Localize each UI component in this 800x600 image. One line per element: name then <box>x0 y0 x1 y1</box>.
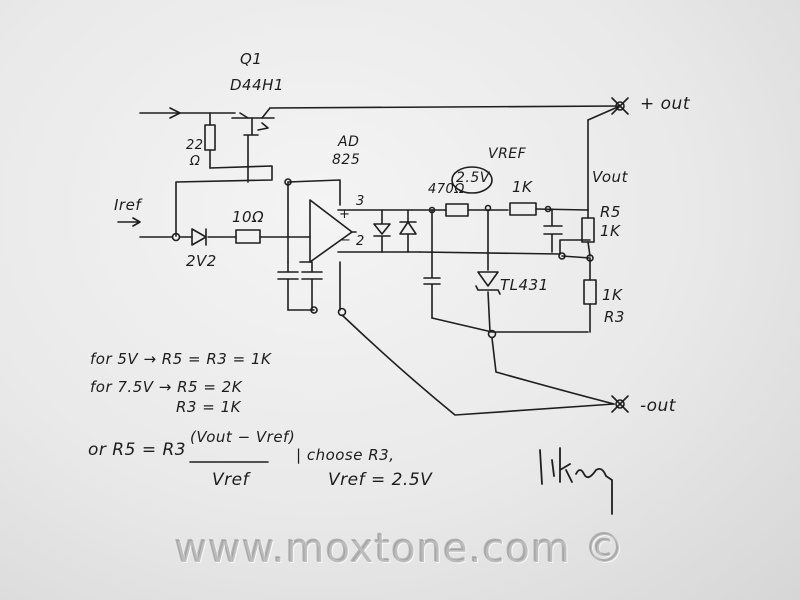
q1-collector <box>239 112 249 119</box>
r3-value: 1K <box>602 286 623 304</box>
opamp-minus-sign: − <box>340 233 352 248</box>
q1-emitter <box>261 107 271 119</box>
diode-2v2 <box>191 228 207 246</box>
q1-emitter-arrow <box>257 122 269 131</box>
resistor-10r <box>235 229 261 244</box>
vref-value: 2.5V <box>456 170 490 186</box>
opamp-part-label: 825 <box>332 152 361 168</box>
r5-label: R5 <box>600 203 621 221</box>
note-5v: for 5V → R5 = R3 = 1K <box>90 350 272 368</box>
resistor-470r-label: 470Ω <box>428 182 465 197</box>
resistor-470r <box>445 203 469 217</box>
node-cap <box>310 306 318 314</box>
wire-rail-diagonal <box>587 105 621 121</box>
signature-mark <box>539 447 613 515</box>
plus-out-label: + out <box>640 94 690 114</box>
arrow-iref <box>117 217 141 227</box>
opamp-triangle <box>309 199 353 263</box>
tl431-symbol <box>475 271 501 295</box>
iref-label: Iref <box>114 196 142 214</box>
resistor-1k-top <box>509 202 537 216</box>
r5-value: 1K <box>600 222 621 240</box>
r3-label: R3 <box>604 308 625 326</box>
opamp-pin3-label: 3 <box>356 194 365 209</box>
note-vref-choice: Vref = 2.5V <box>328 470 433 490</box>
cap-vref <box>543 208 563 253</box>
note-7v5: for 7.5V → R5 = 2K <box>90 378 243 396</box>
wire-minus-2 <box>491 337 615 405</box>
q1-base-wire <box>243 117 259 183</box>
terminal-minus-out <box>611 395 629 413</box>
watermark: www.moxtone.com © <box>174 526 626 572</box>
formula-lhs: or R5 = R3 <box>88 440 187 460</box>
resistor-1k-top-label: 1K <box>512 178 533 196</box>
note-7v5-r3: R3 = 1K <box>176 398 241 416</box>
wire-minus-1 <box>341 314 615 416</box>
resistor-22-label: 22 <box>186 138 204 153</box>
wire-q1-to-opamp <box>287 179 341 206</box>
resistor-r5 <box>581 217 595 243</box>
opamp-pin2-label: 2 <box>356 234 365 249</box>
wire-r5-r3 <box>561 255 591 281</box>
formula-numerator: (Vout − Vref) <box>190 428 296 446</box>
wire-1k-out <box>535 208 589 211</box>
tl431-label: TL431 <box>500 276 549 294</box>
resistor-22-unit-label: Ω <box>190 154 201 169</box>
terminal-plus-out <box>611 97 629 115</box>
wire-cap-left <box>277 261 299 311</box>
node-1k-right <box>544 205 552 213</box>
diode-prot-2 <box>399 209 417 253</box>
vref-circle <box>451 166 493 194</box>
resistor-10r-label: 10Ω <box>232 208 265 226</box>
arrow-top-input <box>169 107 181 119</box>
formula-denominator: Vref <box>212 470 250 490</box>
note-choose-r3: | choose R3, <box>296 446 395 464</box>
zener-2v2-label: 2V2 <box>186 252 217 270</box>
wire-cap-right <box>299 261 323 311</box>
cap-470 <box>423 209 441 319</box>
wire-top-rail <box>269 105 621 109</box>
wire-bottom-ground <box>431 317 589 333</box>
wire-base-loop <box>175 165 273 237</box>
wire-r5 <box>587 209 591 257</box>
diode-prot-1 <box>373 209 391 253</box>
resistor-r3 <box>583 279 597 305</box>
wire-ref-pin <box>419 239 591 255</box>
vref-label: VREF <box>488 146 527 162</box>
resistor-22r <box>204 124 216 151</box>
q1-label: Q1 <box>240 50 263 68</box>
q1-part-label: D44H1 <box>230 76 284 94</box>
opamp-label: AD <box>338 134 360 150</box>
wire-tl431-bottom <box>487 291 491 333</box>
vout-label: Vout <box>592 168 628 186</box>
opamp-plus-sign: + <box>339 207 351 222</box>
minus-out-label: -out <box>640 396 676 416</box>
